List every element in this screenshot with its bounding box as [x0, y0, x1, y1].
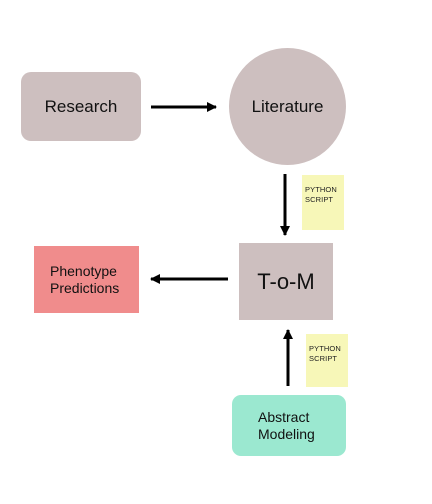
note-1-line1: PYTHON: [305, 185, 337, 194]
note-2-line1: PYTHON: [309, 344, 341, 353]
node-literature-label: Literature: [251, 96, 324, 116]
node-literature: Literature: [229, 48, 346, 165]
node-research: Research: [21, 72, 141, 141]
sticky-note-python-script-1: PYTHON SCRIPT: [302, 175, 344, 230]
node-phenotype-line2: Predictions: [50, 279, 120, 296]
node-research-label: Research: [44, 96, 118, 116]
node-tom: T-o-M: [239, 243, 333, 320]
node-abstract-line2: Modeling: [258, 425, 315, 442]
node-abstract-modeling: Abstract Modeling: [232, 395, 346, 456]
node-phenotype-predictions: Phenotype Predictions: [34, 246, 139, 313]
note-1-line2: SCRIPT: [305, 195, 334, 204]
node-abstract-line1: Abstract: [258, 408, 310, 425]
node-phenotype-line1: Phenotype: [50, 262, 117, 279]
node-tom-label: T-o-M: [257, 268, 315, 294]
sticky-note-python-script-2: PYTHON SCRIPT: [306, 334, 348, 387]
note-2-line2: SCRIPT: [309, 354, 338, 363]
